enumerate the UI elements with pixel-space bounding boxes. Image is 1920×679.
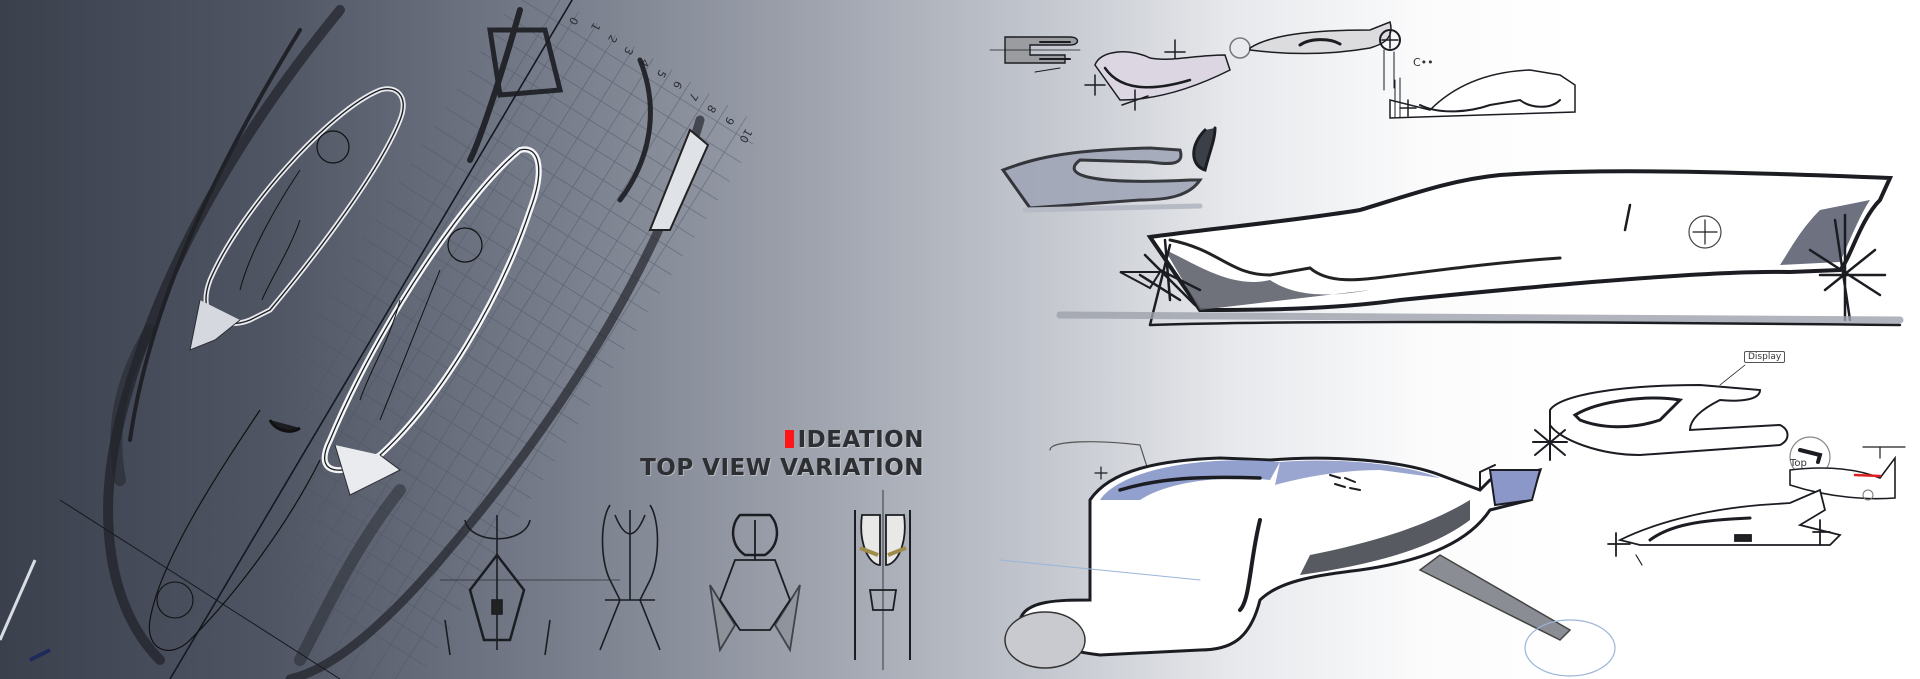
side-thumbnail-3 [1389,69,1576,119]
variation-2 [599,504,661,651]
annotation-display: Display [1744,351,1786,363]
variation-3 [709,513,801,653]
rendered-three-quarter-view [999,441,1616,677]
side-view-with-rotors [1056,169,1904,327]
side-thumbnail-top [1789,446,1906,501]
side-thumbnail-display [1532,364,1831,478]
side-silhouette-large [1000,126,1217,213]
rotor-small-icon [1532,424,1568,461]
title-ideation-text: IDEATION [797,427,924,453]
rotor-front-icon [1138,238,1202,327]
svg-text:10: 10 [736,127,754,146]
cockpit-left [189,86,406,351]
cockpit-right [321,146,542,496]
annotation-top: Top [1790,458,1807,469]
title-top-view-variation: TOP VIEW VARIATION [640,455,924,481]
rotor-rear-icon [1808,213,1887,322]
annotation-display-label: Display [1744,351,1786,363]
mechanism-detail-sketch [989,36,1081,73]
side-thumbnail-bottom [1607,488,1842,566]
title-ideation: IDEATION [640,426,924,454]
variation-4 [854,490,911,670]
variation-1 [444,515,551,656]
side-thumbnail-2 [1229,20,1401,91]
red-accent-bar [784,430,794,448]
title-block: IDEATION TOP VIEW VARIATION [640,426,924,482]
perspective-thumbnail-1 [1084,39,1231,111]
moon-mark-annotation: C•• [1413,56,1434,69]
